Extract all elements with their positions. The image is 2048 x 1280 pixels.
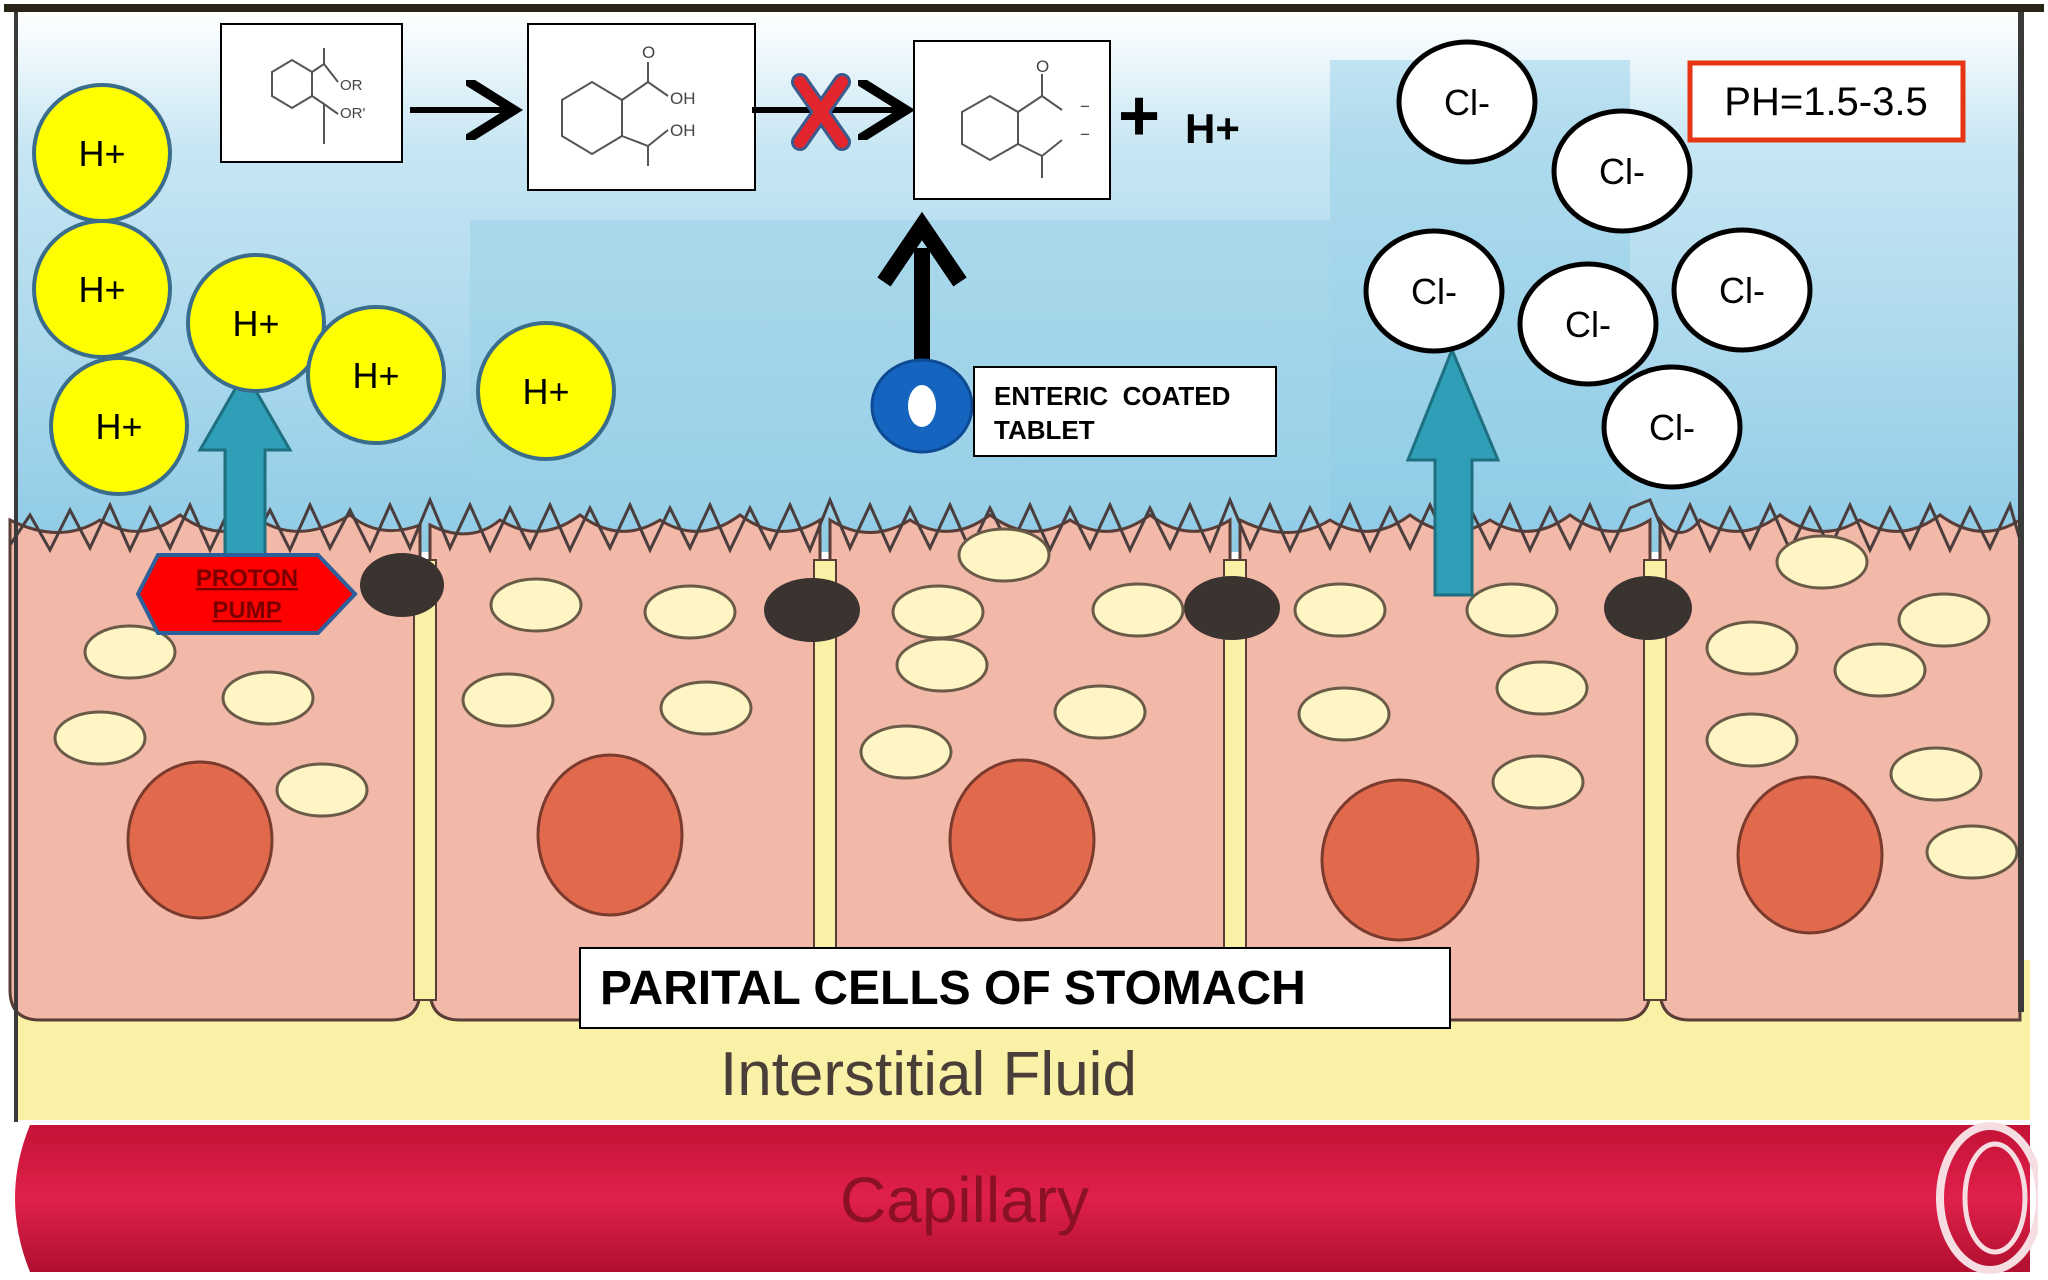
enteric-label-1: ENTERIC COATED [994,381,1230,411]
acid-o-label: O [642,43,655,62]
enteric-label-box [973,366,1277,457]
svg-text:Cl-: Cl- [1599,151,1645,192]
h-ion: H+ [49,356,189,496]
vesicles [53,527,2019,880]
svg-text:H+: H+ [95,406,142,447]
cell-gap-1 [413,559,437,1001]
svg-text:H+: H+ [522,371,569,412]
anion-charge-2: − [1080,125,1090,144]
h-ion: H+ [306,305,446,445]
acid-molecule: O OH OH [527,23,756,191]
cl-ion: Cl- [1363,228,1505,354]
proton-pump [135,553,358,635]
svg-text:H+: H+ [232,303,279,344]
tight-junction-2 [764,578,860,642]
svg-text:Cl-: Cl- [1719,270,1765,311]
cell-gap-4 [1643,559,1667,1001]
hydrogen-ions: H+ H+ H+ H+ H+ H+ [32,83,616,496]
svg-text:Cl-: Cl- [1411,271,1457,312]
acid-oh-1: OH [670,89,696,108]
parietal-cells [8,496,2022,1022]
svg-text:Cl-: Cl- [1565,304,1611,345]
tablet-arrow-head [877,211,967,287]
ph-box [1687,60,1966,143]
proton-pump-label-1: PROTON [196,565,298,592]
tight-junction-4 [1604,576,1692,640]
anion-molecule: O − − [913,40,1111,200]
top-border [4,4,2044,12]
svg-text:Cl-: Cl- [1444,82,1490,123]
blocked-x-icon [791,73,851,151]
tight-junction-3 [1184,576,1280,640]
capillary [15,1125,2030,1272]
svg-text:H+: H+ [78,269,125,310]
proton-pump-label-2: PUMP [212,597,281,624]
tablet-core [908,385,936,427]
cells-title-box [579,947,1451,1029]
nucleus-2 [536,753,684,917]
cl-ion: Cl- [1551,108,1693,234]
plus-sign: + [1118,76,1160,156]
h-ion: H+ [186,253,326,393]
cells-title: PARITAL CELLS OF STOMACH [600,962,1306,1015]
svg-text:H+: H+ [352,355,399,396]
anion-charge-1: − [1080,97,1090,116]
cl-ion: Cl- [1396,39,1538,165]
left-border [14,12,18,1122]
nucleus-1 [126,760,274,920]
nucleus-5 [1736,775,1884,935]
chloride-ions: Cl- Cl- Cl- Cl- Cl- Cl- [1363,39,1813,490]
cl-ion: Cl- [1601,364,1743,490]
capillary-opening-inner [1962,1141,2028,1255]
chloride-export-arrow [1405,346,1501,597]
nucleus-3 [948,758,1096,922]
ph-label: PH=1.5-3.5 [1724,80,1927,124]
h-ion: H+ [476,321,616,461]
cl-ion: Cl- [1671,227,1813,353]
nucleus-4 [1320,778,1480,942]
tight-junction-1 [360,553,444,617]
ester-r1: OR [340,77,363,94]
svg-text:H+: H+ [78,133,125,174]
ester-molecule: OR OR' [220,23,403,163]
microvilli [8,496,2022,554]
released-h-ion: H+ [1185,105,1240,152]
right-margin [2038,12,2048,1280]
svg-text:Cl-: Cl- [1649,407,1695,448]
right-border [2018,12,2024,1012]
interstitial-label: Interstitial Fluid [720,1040,1137,1109]
ester-r2: OR' [340,105,366,122]
enteric-label-2: TABLET [994,415,1095,445]
acid-oh-2: OH [670,121,696,140]
proton-export-arrow [197,368,293,557]
anion-o-label: O [1036,57,1049,76]
capillary-label: Capillary [840,1164,1089,1236]
h-ion: H+ [32,83,172,223]
h-ion: H+ [32,219,172,359]
cl-ion: Cl- [1517,261,1659,387]
